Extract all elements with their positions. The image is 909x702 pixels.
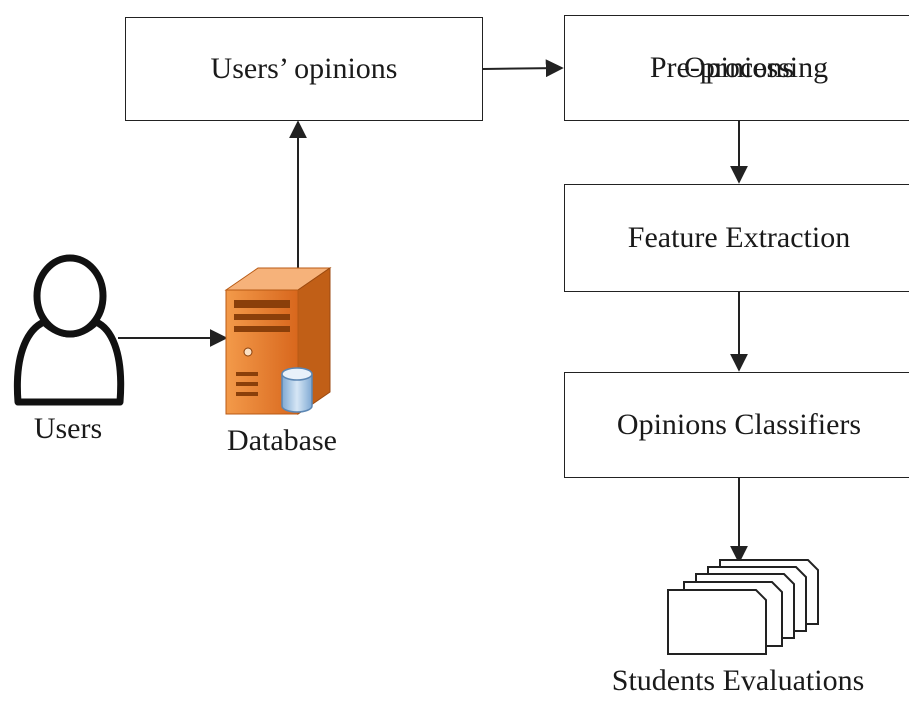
document-stack-icon <box>667 559 819 655</box>
users-opinions-box: Users’ opinions <box>125 17 483 121</box>
preprocessing-label-line-2: Pre-processing <box>649 51 829 85</box>
users-caption: Users <box>33 412 103 445</box>
preprocessing-label-line-1: Opinions <box>683 51 794 85</box>
arrow-opinions-to-preprocessing <box>482 59 564 78</box>
classifiers-label: Opinions Classifiers <box>616 408 862 442</box>
students-evaluations-caption: Students Evaluations <box>611 664 865 697</box>
database-caption: Database <box>227 424 337 457</box>
user-icon <box>13 254 125 406</box>
preprocessing-box: Opinions Pre-processing <box>564 15 909 121</box>
server-database-icon <box>224 267 332 415</box>
users-opinions-label: Users’ opinions <box>210 52 398 86</box>
feature-extraction-label: Feature Extraction <box>627 221 851 255</box>
feature-extraction-box: Feature Extraction <box>564 184 909 292</box>
classifiers-box: Opinions Classifiers <box>564 372 909 478</box>
